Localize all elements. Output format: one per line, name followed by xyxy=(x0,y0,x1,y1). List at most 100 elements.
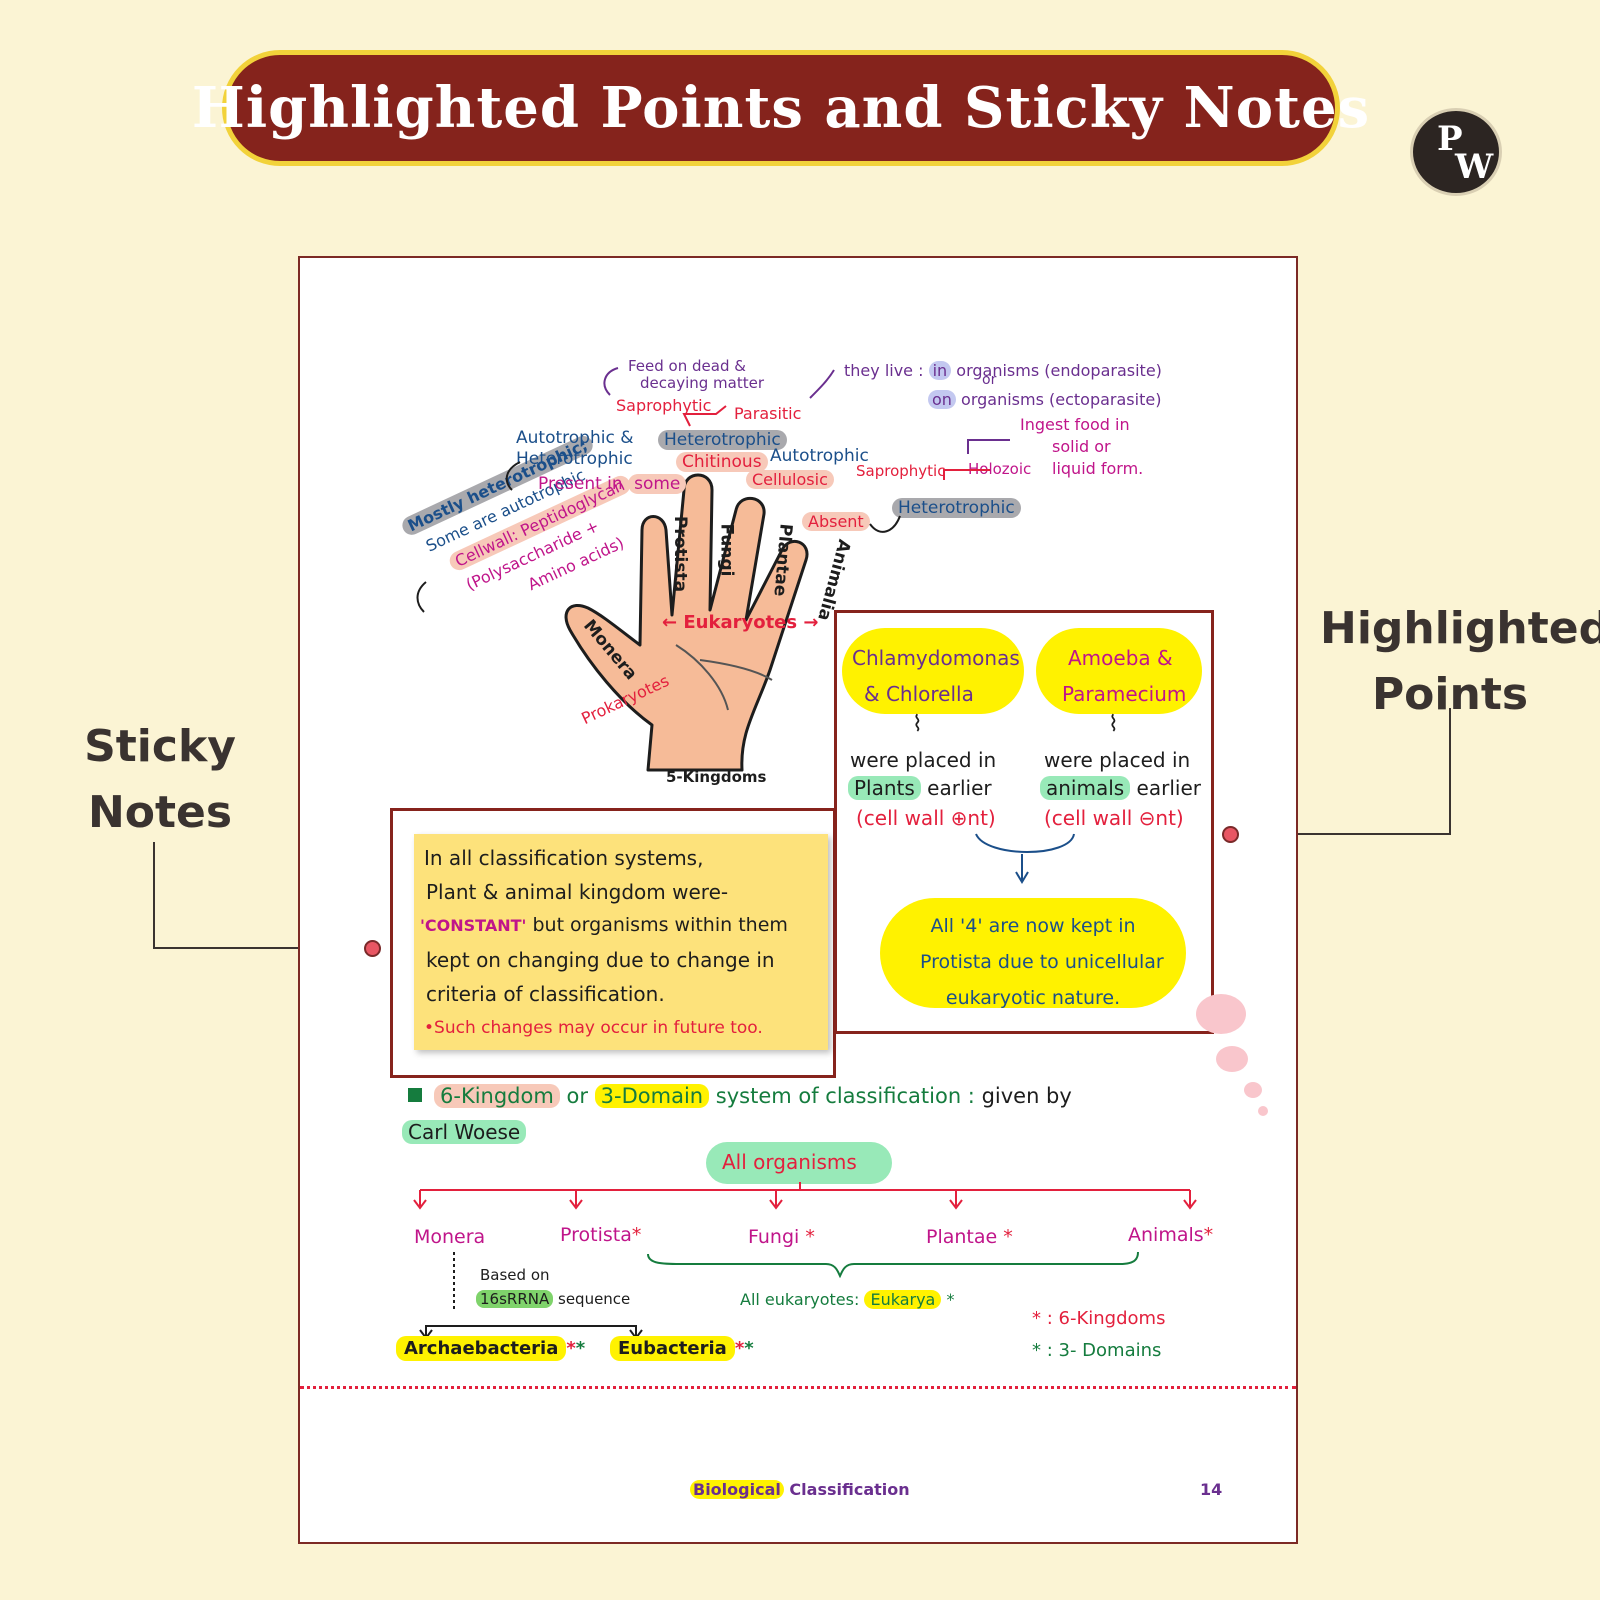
classification-heading: 6-Kingdom or 3-Domain system of classifi… xyxy=(434,1084,1072,1108)
protista-present: Present in some xyxy=(538,474,687,494)
bullet-square xyxy=(408,1088,422,1102)
arrow-feed xyxy=(603,367,619,396)
fungi-on: on xyxy=(928,390,956,409)
fungi-in: in xyxy=(928,361,952,380)
fungi-feed-note: Feed on dead & decaying matter xyxy=(628,358,764,392)
conclusion-line-3: eukaryotic nature. xyxy=(945,987,1121,1009)
five-kingdoms-label: 5-Kingdoms xyxy=(666,768,767,786)
palm-eukaryotes: ← Eukaryotes → xyxy=(662,612,819,633)
arrow-animalia xyxy=(869,515,901,533)
cloud-right xyxy=(1036,628,1202,714)
eukaryotes-text: Eukaryotes xyxy=(683,612,798,633)
branch-animals xyxy=(1183,1190,1197,1210)
protista-heterotrophic: Heterotrophic xyxy=(516,449,633,469)
sequence-label: sequence xyxy=(553,1290,631,1308)
bubble-2 xyxy=(1216,1046,1248,1072)
right-cellwall: (cell wall ⊖nt) xyxy=(1044,806,1184,830)
sticky-line-1: In all classification systems, xyxy=(424,846,704,870)
arrow-live xyxy=(809,369,835,399)
legend-six-kingdoms: * : 6-Kingdoms xyxy=(1032,1308,1166,1329)
palm-line-2 xyxy=(699,659,773,681)
fungi-endoparasite: organisms (endoparasite) xyxy=(956,361,1162,380)
eubacteria: Eubacteria xyxy=(610,1336,735,1361)
branch-monera xyxy=(413,1190,427,1210)
fungi-feed-dead: Feed on dead & xyxy=(628,357,746,375)
branch-plantae xyxy=(949,1190,963,1210)
merge-curve xyxy=(975,833,1075,853)
highlighted-label-line1: Highlighted xyxy=(1320,603,1600,654)
branch-fungi xyxy=(769,1190,783,1210)
fungi-chitinous: Chitinous xyxy=(676,452,768,472)
sticky-pointer-dot xyxy=(364,940,381,957)
eukarya-label: Eukarya xyxy=(864,1290,942,1309)
pw-logo: P W xyxy=(1410,108,1502,196)
sticky-line-6: •Such changes may occur in future too. xyxy=(424,1018,763,1038)
chapter-biological: Biological xyxy=(690,1480,784,1499)
highlight-connector xyxy=(1232,708,1451,835)
plantae-cellulosic: Cellulosic xyxy=(746,470,834,489)
chlamydomonas-label: Chlamydomonas xyxy=(852,646,1020,670)
paramecium-label: Paramecium xyxy=(1062,682,1187,706)
bubble-4 xyxy=(1258,1106,1268,1116)
given-by: given by xyxy=(981,1084,1072,1108)
right-animals: animals xyxy=(1040,776,1131,800)
cloud-left xyxy=(842,628,1024,714)
branch-protista xyxy=(569,1190,583,1210)
sticky-label-line2: Notes xyxy=(87,787,233,838)
sticky-line-3: but organisms within them xyxy=(526,914,788,936)
sticky-notes-label: Sticky Notes xyxy=(60,714,260,846)
sticky-line-2: Plant & animal kingdom were- xyxy=(426,880,729,904)
chapter-footer: Biological Classification xyxy=(690,1480,910,1499)
highlight-pointer-dot xyxy=(1222,826,1239,843)
animalia-ingest-note: Ingest food in solid or liquid form. xyxy=(1020,414,1143,480)
highlighted-points-label: Highlighted Points xyxy=(1320,596,1600,728)
right-were-placed: were placed in xyxy=(1044,748,1191,772)
sticky-label-line1: Sticky xyxy=(84,721,236,772)
bottom-conclusion: All '4' are now kept in Protista due to … xyxy=(920,908,1164,1016)
animalia-saprophytic: Saprophytic xyxy=(856,462,946,480)
or-word: or xyxy=(559,1084,595,1108)
three-domain: 3-Domain xyxy=(594,1084,710,1108)
animalia-ingest: Ingest food in xyxy=(1020,415,1130,434)
bubble-1 xyxy=(1196,994,1246,1034)
chlorella-label: & Chlorella xyxy=(864,682,974,706)
left-were-placed: were placed in xyxy=(850,748,997,772)
arrow-monera xyxy=(416,581,427,613)
left-earlier: earlier xyxy=(920,776,992,800)
kingdom-monera: Monera xyxy=(414,1226,486,1248)
all-organisms: All organisms xyxy=(722,1150,857,1174)
six-kingdom: 6-Kingdom xyxy=(434,1084,560,1108)
palm-line-1 xyxy=(675,644,729,711)
page-divider xyxy=(300,1386,1296,1389)
squiggle-right: ⌇ xyxy=(1108,712,1119,737)
fungi-live-note: they live : in organisms (endoparasite) … xyxy=(844,356,1162,414)
based-on-label: Based on xyxy=(480,1266,550,1284)
root-bubble xyxy=(706,1142,892,1184)
arrow-protista xyxy=(505,461,521,491)
protista-autotrophic: Autotrophic & xyxy=(516,428,634,448)
kingdom-plantae: Plantae xyxy=(926,1226,998,1248)
arrow-holozoic xyxy=(967,439,1010,454)
conclusion-line-1: All '4' are now kept in xyxy=(930,915,1136,937)
sticky-line-5: criteria of classification. xyxy=(426,982,665,1006)
logo-letter-p: P xyxy=(1437,119,1463,159)
fungi-heterotrophic: Heterotrophic xyxy=(658,430,787,450)
cloud-bottom xyxy=(880,898,1186,1008)
merge-arrow-head xyxy=(1015,854,1029,884)
header-banner: Highlighted Points and Sticky Notes xyxy=(192,50,1369,166)
animalia-absent: Absent xyxy=(802,512,870,531)
page-title: Highlighted Points and Sticky Notes xyxy=(191,75,1371,141)
fungi-or: or xyxy=(982,372,997,388)
left-plants: Plants xyxy=(848,776,921,800)
fungi-they-live: they live : xyxy=(844,361,924,380)
right-earlier: earlier xyxy=(1130,776,1201,800)
kingdom-animals: Animals xyxy=(1128,1224,1204,1246)
plantae-autotrophic: Autotrophic xyxy=(770,446,869,466)
animalia-holozoic: Holozoic xyxy=(968,460,1032,478)
protista-some: some xyxy=(628,474,687,494)
animalia-liquid: liquid form. xyxy=(1052,459,1144,478)
squiggle-left: ⌇ xyxy=(912,712,923,737)
